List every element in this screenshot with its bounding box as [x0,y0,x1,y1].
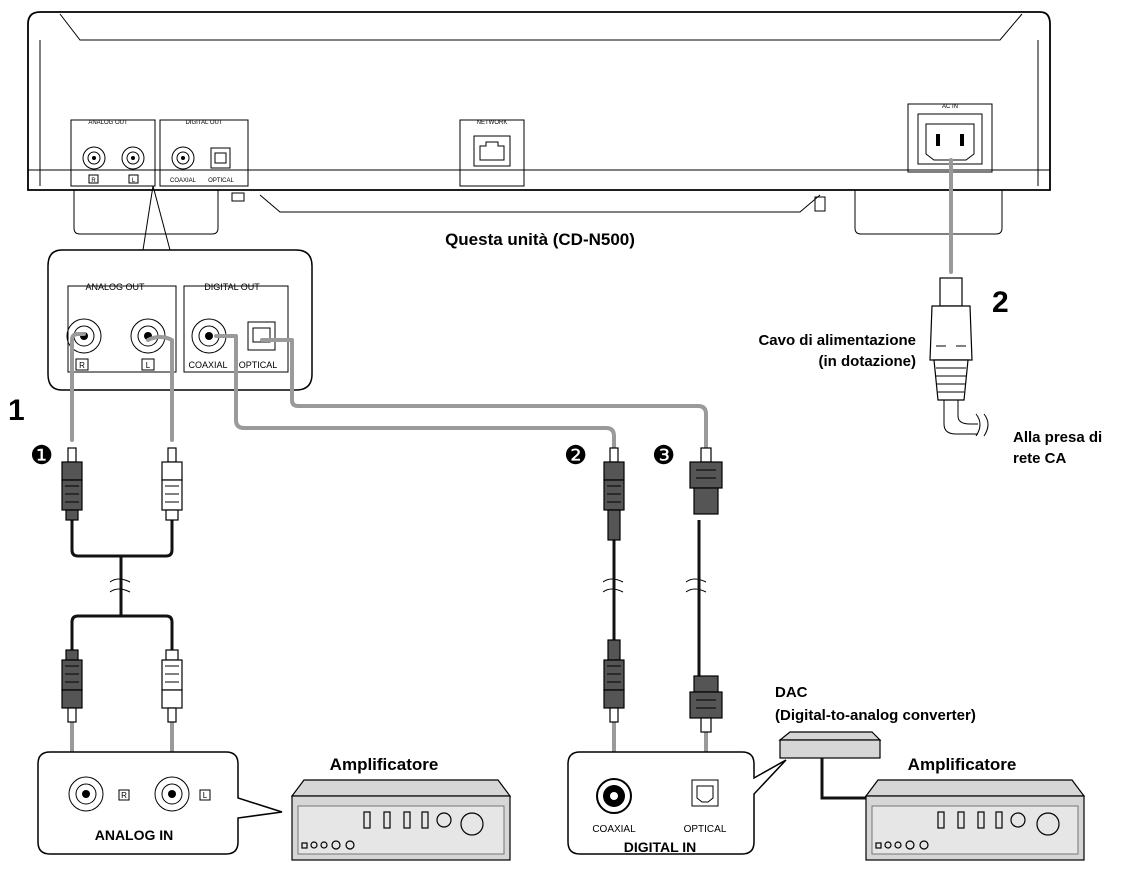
dac-device [778,731,882,800]
digital-in-optical-label: OPTICAL [684,824,727,835]
rca-plug-upper-left [61,447,83,521]
zoom-l-label: L [146,361,151,370]
zoom-r-label: R [79,361,85,370]
analog-in-l-label: L [203,791,208,800]
unit-coaxial-label: COAXIAL [170,178,197,184]
dac-label-line2: (Digital-to-analog converter) [775,707,976,724]
dac-label-line1: DAC [775,684,808,701]
amplifier-right [864,779,1086,861]
outlet-label-line2: rete CA [1013,450,1067,467]
rca-plug-lower-right [161,649,183,723]
unit-optical-label: OPTICAL [208,178,234,184]
zoom-digital-out-label: DIGITAL OUT [204,282,260,292]
zoom-coaxial-label: COAXIAL [188,360,227,370]
unit-network-label: NETWORK [477,120,508,126]
optical-plug-lower [689,675,723,733]
power-cable-label-line2: (in dotazione) [819,353,917,370]
marker-1: ❶ [30,440,53,470]
power-cable-label-line1: Cavo di alimentazione [758,332,916,349]
analog-in-panel [37,751,283,855]
amplifier-left [290,779,512,861]
coaxial-plug-lower [603,639,625,723]
optical-plug-upper [689,447,723,515]
outlet-label-line1: Alla presa di [1013,429,1102,446]
rca-plug-upper-right [161,447,183,521]
step-2-label: 2 [992,286,1009,319]
unit-digital-out-label: DIGITAL OUT [185,120,222,126]
zoom-analog-out-label: ANALOG OUT [85,282,145,292]
zoom-optical-label: OPTICAL [239,360,278,370]
coaxial-plug-upper [603,447,625,541]
unit-r-label: R [91,178,96,184]
zoom-panel [47,249,313,391]
unit-l-label: L [132,178,136,184]
digital-in-coaxial-label: COAXIAL [592,824,636,835]
step-1-label: 1 [8,394,25,427]
unit-ac-in-label: AC IN [942,104,958,110]
digital-in-title: DIGITAL IN [624,839,697,855]
amplifier-right-label: Amplificatore [908,755,1017,774]
unit-analog-out-label: ANALOG OUT [88,120,128,126]
amplifier-left-label: Amplificatore [330,755,439,774]
marker-2: ❷ [564,440,587,470]
cd-player-rear [27,11,1051,251]
marker-3: ❸ [652,440,675,470]
analog-in-r-label: R [121,791,127,800]
unit-caption: Questa unità (CD-N500) [445,230,635,249]
analog-in-title: ANALOG IN [95,827,174,843]
rca-plug-lower-left [61,649,83,723]
power-cord-plug [929,277,989,437]
digital-in-panel [567,751,787,855]
